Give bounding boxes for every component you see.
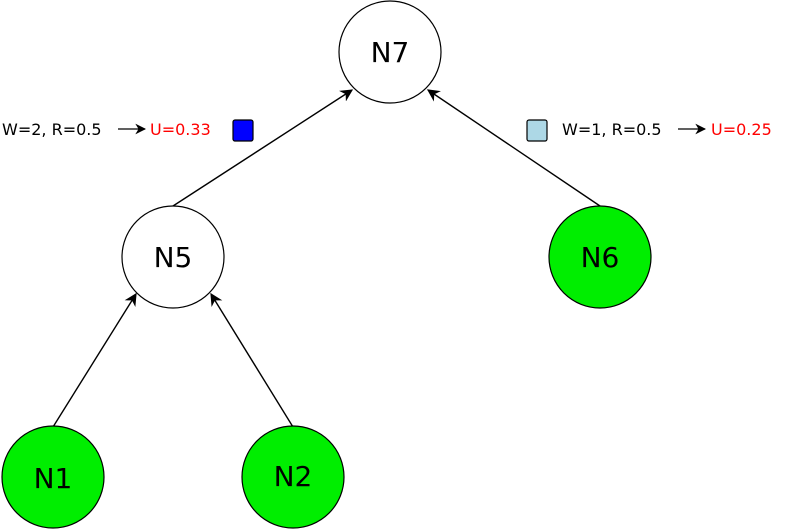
- node-n6-circle: [548, 205, 652, 309]
- node-n6: N6: [548, 205, 652, 309]
- node-n5: N5: [121, 205, 225, 309]
- node-n7-circle: [338, 0, 442, 104]
- edge-n5-n7: [172, 89, 354, 207]
- node-n1-label: N1: [34, 462, 73, 495]
- edge-n6-n7: [426, 89, 601, 207]
- edge-n1-n5: [52, 292, 137, 428]
- node-n2-circle: [241, 425, 345, 529]
- node-n1-circle: [1, 425, 105, 529]
- node-n5-circle: [121, 205, 225, 309]
- annotation-right: W=1, R=0.5 U=0.25: [526, 119, 772, 142]
- node-n1: N1: [1, 425, 105, 529]
- node-n5-label: N5: [154, 241, 193, 274]
- node-n2-label: N2: [274, 460, 313, 493]
- node-n7: N7: [338, 0, 442, 104]
- edges: [52, 89, 601, 428]
- node-n2: N2: [241, 425, 345, 529]
- annotation-left-utility: U=0.33: [150, 120, 211, 139]
- node-n7-label: N7: [371, 36, 410, 69]
- annotation-right-utility: U=0.25: [711, 120, 772, 139]
- edge-n2-n5: [210, 292, 294, 428]
- node-n6-label: N6: [581, 241, 620, 274]
- annotation-left-params: W=2, R=0.5: [2, 120, 102, 139]
- annotation-left: W=2, R=0.5 U=0.33: [2, 119, 254, 142]
- annotation-right-marker: [526, 119, 548, 142]
- annotation-left-marker: [232, 119, 254, 142]
- annotation-right-params: W=1, R=0.5: [562, 120, 662, 139]
